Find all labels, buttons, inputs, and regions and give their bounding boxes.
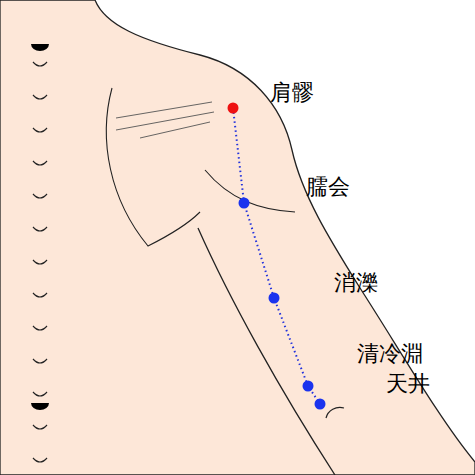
point-label: 消濼 (334, 270, 378, 295)
point-label: 肩髎 (270, 80, 314, 105)
point-label: 臑会 (306, 174, 350, 199)
point-label: 天井 (386, 371, 430, 396)
point-label: 清冷淵 (357, 341, 423, 366)
